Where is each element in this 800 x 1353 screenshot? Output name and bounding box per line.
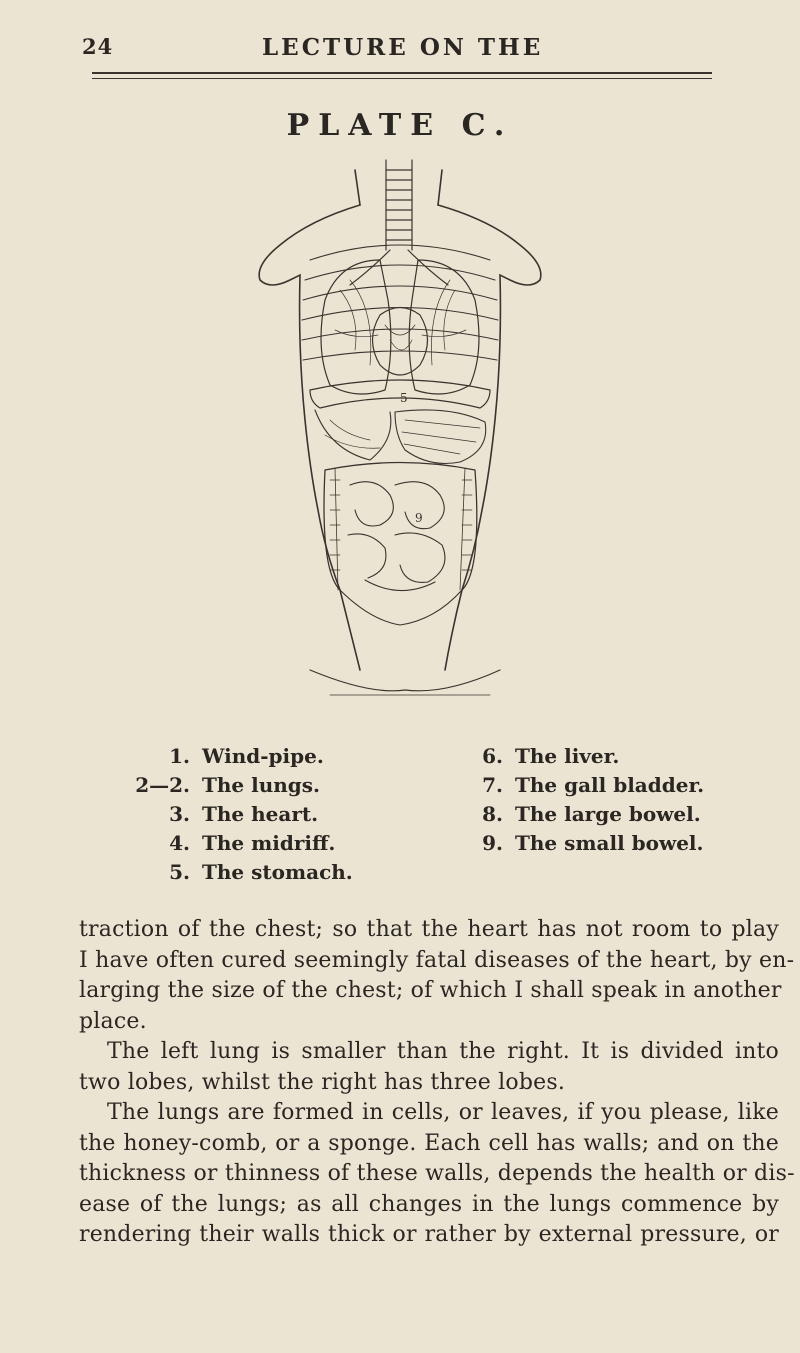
text-line: ease of the lungs; as all changes in the… <box>79 1191 779 1217</box>
text-line: rendering their walls thick or rather by… <box>79 1222 779 1247</box>
body-text: traction of the chest; so that the heart… <box>79 915 795 1251</box>
legend-item: 5.The stomach. <box>169 860 353 884</box>
legend-item: 8.The large bowel. <box>482 802 701 826</box>
text-line: I have often cured seemingly fatal disea… <box>79 947 795 973</box>
neck-outline <box>354 169 443 206</box>
text-line: thickness or thinness of these walls, de… <box>79 1161 795 1186</box>
legend-item: 1.Wind-pipe. <box>169 744 324 768</box>
legend-left-column: 1.Wind-pipe. 2—2.The lungs. 3.The heart.… <box>120 742 353 887</box>
hip-line <box>309 669 501 692</box>
plate-title: PLATE C. <box>286 108 514 143</box>
legend-item: 6.The liver. <box>482 744 620 768</box>
liver <box>314 409 392 461</box>
legend-item: 4.The midriff. <box>169 831 336 855</box>
text-line: larging the size of the chest; of which … <box>79 978 782 1003</box>
legend-item: 2—2.The lungs. <box>135 773 320 797</box>
running-title: LECTURE ON THE <box>262 34 544 61</box>
text-line: The left lung is smaller than the right.… <box>107 1039 779 1064</box>
header-rule <box>92 72 712 79</box>
text-line: the honey-comb, or a sponge. Each cell h… <box>79 1130 779 1156</box>
stomach <box>394 409 487 465</box>
legend-item: 7.The gall bladder. <box>482 773 705 797</box>
pelvis <box>339 589 463 626</box>
legend-item: 9.The small bowel. <box>482 831 704 855</box>
figure-label-9: 9 <box>415 511 423 525</box>
small-bowel <box>347 481 446 592</box>
text-line: place. <box>79 1008 147 1034</box>
text-line: traction of the chest; so that the heart… <box>79 917 779 942</box>
ribs <box>301 244 499 361</box>
paragraph: The left lung is smaller than the right.… <box>79 1037 779 1098</box>
plate-legend: 1.Wind-pipe. 2—2.The lungs. 3.The heart.… <box>0 742 800 884</box>
figure-label-5: 5 <box>400 391 408 405</box>
wind-pipe <box>349 159 449 286</box>
midriff <box>309 379 491 409</box>
text-line: two lobes, whilst the right has three lo… <box>79 1069 566 1095</box>
anatomical-figure: 5 9 <box>258 159 542 696</box>
lungs <box>320 259 480 395</box>
text-line: The lungs are formed in cells, or leaves… <box>107 1100 779 1125</box>
running-head: 24 LECTURE ON THE <box>82 34 722 74</box>
page-number: 24 <box>82 34 114 59</box>
large-bowel <box>323 461 478 591</box>
legend-item: 3.The heart. <box>169 802 319 826</box>
legend-right-column: 6.The liver. 7.The gall bladder. 8.The l… <box>433 742 704 858</box>
heart <box>371 306 429 376</box>
torso-outline <box>258 204 361 671</box>
paragraph: traction of the chest; so that the heart… <box>79 915 795 1037</box>
paragraph: The lungs are formed in cells, or leaves… <box>79 1098 795 1251</box>
